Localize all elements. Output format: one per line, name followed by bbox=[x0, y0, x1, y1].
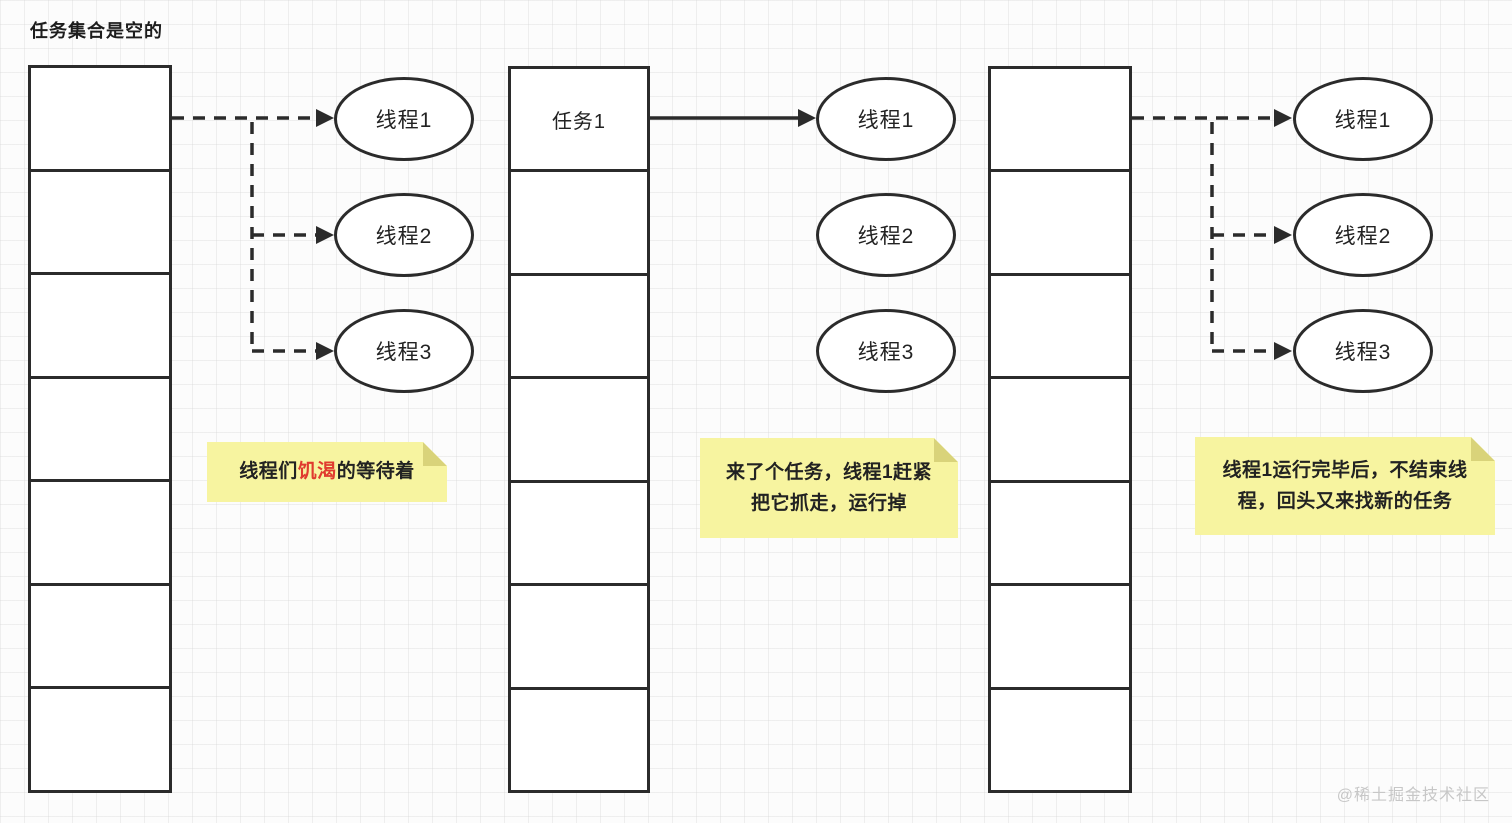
queue-cell bbox=[31, 586, 169, 690]
thread-label: 线程1 bbox=[1334, 109, 1392, 132]
queue-cell bbox=[991, 483, 1129, 587]
queue-cell bbox=[31, 275, 169, 379]
dashed-arrow-left-thread2 bbox=[252, 226, 334, 244]
thread-ellipse: 线程3 bbox=[334, 309, 474, 393]
queue-cell bbox=[31, 689, 169, 790]
task-queue-left bbox=[28, 65, 172, 793]
thread-ellipse: 线程1 bbox=[334, 77, 474, 161]
queue-cell bbox=[991, 379, 1129, 483]
note-fold-corner-icon bbox=[423, 442, 447, 466]
queue-cell bbox=[511, 379, 647, 483]
dashed-arrow-right-thread2 bbox=[1212, 226, 1292, 244]
note-text-line: 来了个任务，线程1赶紧 bbox=[725, 461, 933, 483]
note-fold-corner-icon bbox=[1471, 437, 1495, 461]
queue-cell bbox=[991, 276, 1129, 380]
page-title: 任务集合是空的 bbox=[30, 21, 163, 41]
queue-cell bbox=[991, 586, 1129, 690]
note-text-line: 把它抓走，运行掉 bbox=[750, 493, 907, 514]
queue-cell bbox=[31, 172, 169, 276]
dashed-arrow-left-thread1 bbox=[172, 109, 334, 127]
sticky-note-thread-returns: 线程1运行完毕后，不结束线 程，回头又来找新的任务 bbox=[1195, 437, 1495, 535]
thread-label: 线程1 bbox=[857, 109, 915, 132]
note-fold-corner-icon bbox=[934, 438, 958, 462]
queue-cell bbox=[31, 482, 169, 586]
thread-ellipse: 线程2 bbox=[1293, 193, 1433, 277]
thread-ellipse: 线程2 bbox=[334, 193, 474, 277]
dashed-arrow-right-thread1 bbox=[1132, 109, 1292, 127]
queue-cell bbox=[991, 690, 1129, 790]
watermark: @稀土掘金技术社区 bbox=[1336, 787, 1490, 804]
task-queue-right bbox=[988, 66, 1132, 793]
note-text-prefix: 线程们 bbox=[239, 461, 298, 483]
thread-ellipse: 线程3 bbox=[1293, 309, 1433, 393]
thread-ellipse: 线程1 bbox=[1293, 77, 1433, 161]
thread-ellipse: 线程1 bbox=[816, 77, 956, 161]
sticky-note-task-taken: 来了个任务，线程1赶紧 把它抓走，运行掉 bbox=[700, 438, 958, 538]
thread-ellipse: 线程2 bbox=[816, 193, 956, 277]
note-text-suffix: 的等待着 bbox=[336, 461, 415, 483]
queue-cell bbox=[511, 690, 647, 790]
queue-cell bbox=[991, 172, 1129, 276]
queue-cell bbox=[31, 68, 169, 172]
dashed-arrow-left-thread3 bbox=[252, 342, 334, 360]
thread-label: 线程3 bbox=[857, 341, 915, 364]
thread-ellipse: 线程3 bbox=[816, 309, 956, 393]
queue-cell bbox=[511, 586, 647, 690]
queue-cell bbox=[31, 379, 169, 483]
queue-cell bbox=[991, 69, 1129, 173]
note-text: 线程们饥渴的等待着 bbox=[239, 456, 415, 487]
thread-label: 线程3 bbox=[1334, 341, 1392, 364]
queue-cell bbox=[511, 276, 647, 380]
task-queue-middle: 任务1 bbox=[508, 66, 650, 793]
sticky-note-waiting: 线程们饥渴的等待着 bbox=[207, 442, 447, 502]
thread-label: 线程2 bbox=[1334, 225, 1392, 248]
note-text-line: 线程1运行完毕后，不结束线 bbox=[1222, 459, 1468, 481]
thread-label: 线程2 bbox=[375, 225, 433, 248]
solid-arrow-task1-thread1 bbox=[650, 109, 816, 127]
thread-label: 线程2 bbox=[857, 225, 915, 248]
queue-cell bbox=[511, 483, 647, 587]
task-cell: 任务1 bbox=[511, 69, 647, 173]
dashed-arrow-right-thread3 bbox=[1212, 342, 1292, 360]
note-text-highlight: 饥渴 bbox=[297, 461, 337, 483]
note-text-line: 程，回头又来找新的任务 bbox=[1237, 491, 1453, 512]
thread-label: 线程1 bbox=[375, 109, 433, 132]
thread-label: 线程3 bbox=[375, 341, 433, 364]
queue-cell bbox=[511, 172, 647, 276]
